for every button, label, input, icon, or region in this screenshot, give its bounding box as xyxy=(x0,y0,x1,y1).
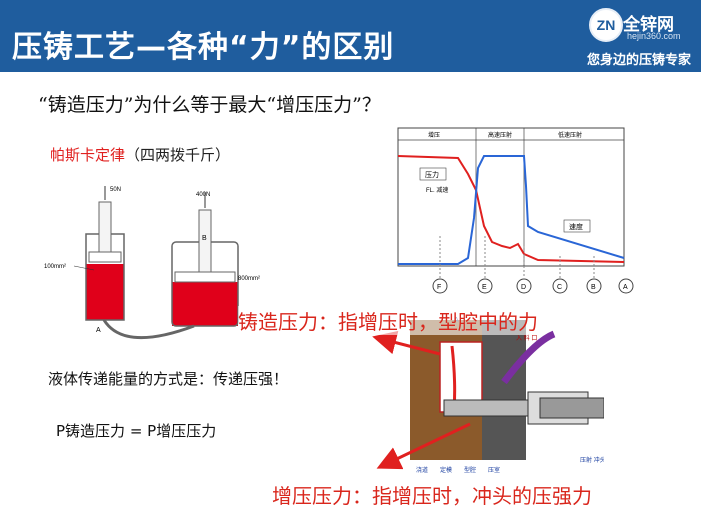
left-area-label: 100mm² xyxy=(44,264,66,270)
die-bottom-labels: 浇道 定模 型腔 压室 xyxy=(416,466,500,474)
marker-b: B xyxy=(591,284,596,291)
logo-slogan: 您身边的压铸专家 xyxy=(587,53,692,68)
right-fluid xyxy=(172,282,238,326)
header-bar: 压铸工艺—各种“力”的区别 ZN 全锌网 hejin360.com 您身边的压铸… xyxy=(0,0,701,72)
marker-d: D xyxy=(521,284,526,291)
right-area-label: 800mm² xyxy=(238,276,260,282)
arrow-boost xyxy=(376,422,471,470)
annotation-arrows xyxy=(372,330,471,470)
phase-high-speed: 高速压射 xyxy=(488,131,512,139)
pascal-law-heading: 帕斯卡定律（四两拨千斤） xyxy=(50,144,230,165)
phase-low-speed: 低速压射 xyxy=(558,131,582,139)
left-piston xyxy=(88,251,122,263)
pour-ladle xyxy=(501,330,556,385)
logo-name: 全锌网 xyxy=(623,15,674,35)
speed-label: 速度 xyxy=(569,222,583,231)
phase-boost: 增压 xyxy=(428,131,440,139)
pressure-curve xyxy=(397,155,625,263)
left-cylinder-label: A xyxy=(96,327,101,334)
marker-a: A xyxy=(623,284,628,291)
plunger xyxy=(539,397,604,419)
moving-die xyxy=(482,320,526,460)
label-fixed: 定模 xyxy=(440,466,452,474)
question-heading: “铸造压力”为什么等于最大“增压压力”？ xyxy=(38,94,381,116)
pressure-label: 压力 xyxy=(425,170,439,179)
casting-pressure-annotation: 铸造压力：指增压时，型腔中的力 xyxy=(238,306,538,335)
logo-url: hejin360.com xyxy=(627,31,681,41)
liquid-transfer-text: 液体传递能量的方式是：传递压强！ xyxy=(48,370,289,388)
right-piston xyxy=(174,271,236,283)
zn-logo-icon: ZN xyxy=(589,8,623,42)
marker-f: F xyxy=(437,284,441,291)
arrow-casting xyxy=(372,330,441,356)
pressure-formula: P铸造压力 = P增压压力 xyxy=(56,422,217,440)
marker-c: C xyxy=(557,284,562,291)
pascal-diagram: 50N 100mm² A 400N 800mm² B xyxy=(44,186,260,340)
label-plunger: 压射 冲头 xyxy=(580,456,604,464)
boost-pressure-annotation: 增压压力：指增压时，冲头的压强力 xyxy=(272,484,592,508)
right-force-label: 400N xyxy=(196,192,210,198)
law-note: （四两拨千斤） xyxy=(125,146,231,164)
connecting-pipe xyxy=(102,319,195,340)
right-rod xyxy=(198,209,212,273)
label-runner: 浇道 xyxy=(416,466,428,474)
label-cavity: 型腔 xyxy=(464,466,476,474)
speed-curve xyxy=(398,155,625,265)
fl-decel-label: FL. 减速 xyxy=(426,186,448,194)
page-title: 压铸工艺—各种“力”的区别 xyxy=(12,30,395,65)
left-rod xyxy=(98,201,112,253)
die-label-gate: 入 料 口 xyxy=(516,334,537,342)
law-name: 帕斯卡定律 xyxy=(50,146,126,164)
left-fluid xyxy=(86,264,124,320)
left-force-label: 50N xyxy=(110,187,121,193)
right-cylinder-label: B xyxy=(202,235,207,242)
label-chamber: 压室 xyxy=(488,466,500,474)
pressure-speed-chart: 增压 高速压射 低速压射 压力 FL. 减速 速度 F E D C B A xyxy=(397,127,634,294)
marker-e: E xyxy=(482,284,487,291)
marker-row: F E D C B A xyxy=(432,236,634,294)
site-logo[interactable]: ZN 全锌网 hejin360.com 您身边的压铸专家 xyxy=(583,4,693,68)
chart-frame xyxy=(397,127,625,267)
